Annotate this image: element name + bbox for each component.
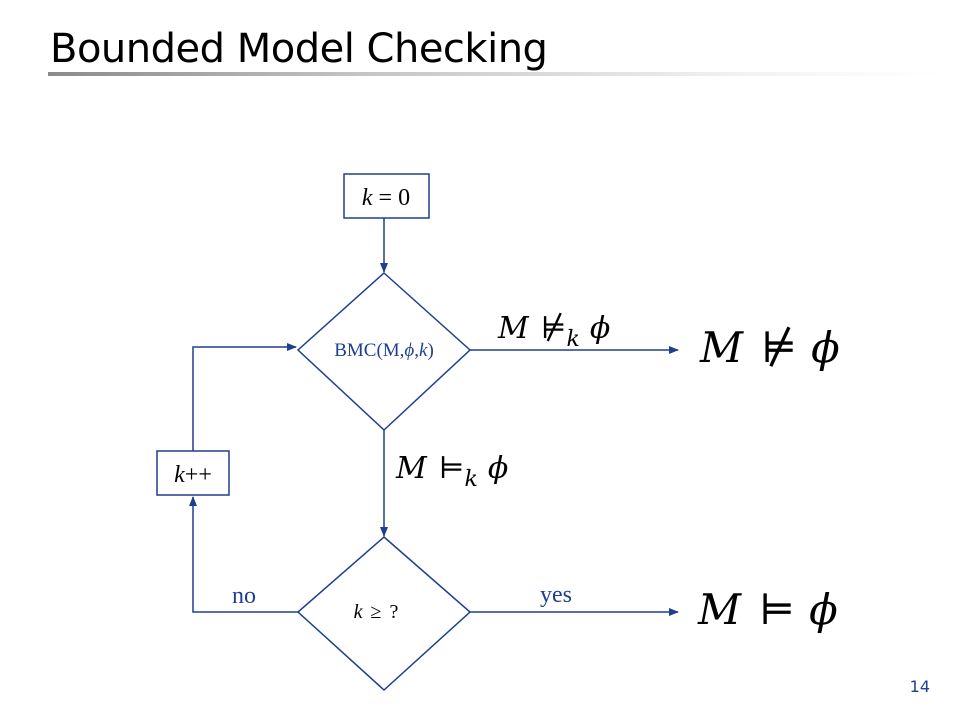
title-underline xyxy=(48,72,940,76)
result-holds: M⊨ϕ xyxy=(697,585,838,634)
page-number: 14 xyxy=(909,677,930,696)
decision-label: k≥? xyxy=(354,601,399,623)
bound-decision-diamond xyxy=(296,536,472,692)
result-counterexample: M⊭ϕ xyxy=(699,323,840,372)
label-no: no xyxy=(232,583,256,609)
increment-box-label: k++ xyxy=(174,462,212,488)
slide-title: Bounded Model Checking xyxy=(50,26,548,72)
init-box-label: k = 0 xyxy=(362,185,410,211)
edge-decision-no xyxy=(189,496,298,613)
edge-increment-to-bmc xyxy=(192,343,297,451)
bmc-label: BMC(M,ϕ,k) xyxy=(334,340,434,361)
increment-box xyxy=(156,450,230,496)
init-box xyxy=(343,173,430,219)
label-yes: yes xyxy=(540,582,572,608)
